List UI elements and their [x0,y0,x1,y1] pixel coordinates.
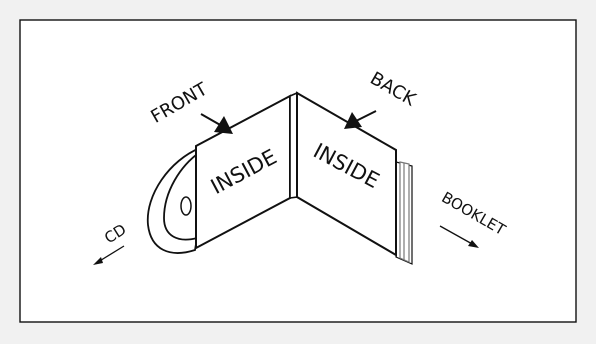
front-arrow [200,113,233,134]
cd-disc [146,146,201,254]
cd-arrow [93,245,125,265]
right-panel [296,91,397,257]
cd-hub [180,196,192,216]
booklet-pages [395,161,413,265]
back-arrow [344,110,377,129]
booklet-arrow [439,225,479,248]
cd-disc-edge [146,146,201,254]
spine [289,91,298,199]
